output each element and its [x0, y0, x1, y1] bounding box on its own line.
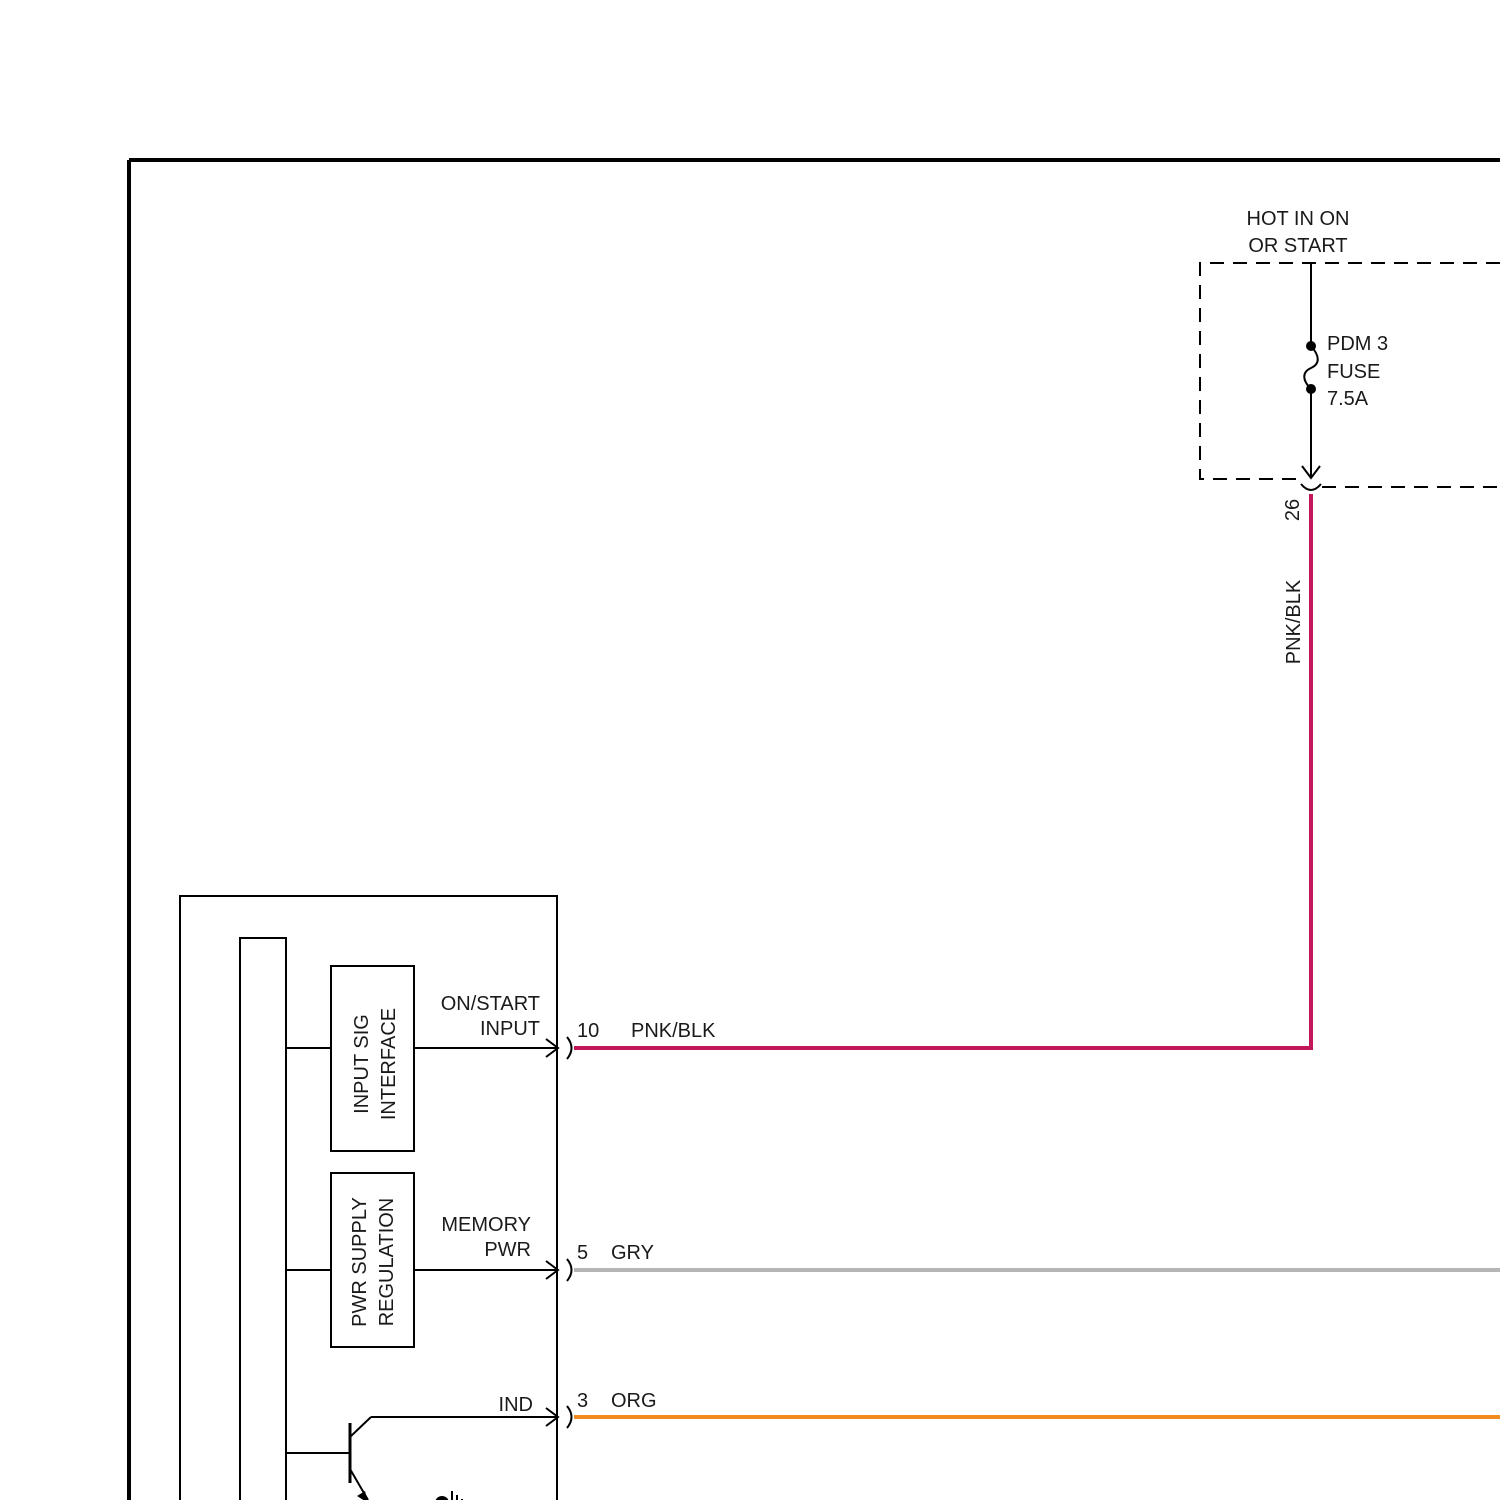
- power-source-line2: OR START: [1248, 235, 1347, 257]
- on-start-input-line1: ON/START: [441, 993, 540, 1015]
- wire-label-gry: GRY: [611, 1242, 654, 1264]
- input-sig-interface-line1: INPUT SIG: [351, 1014, 373, 1114]
- fuse-label: PDM 3 FUSE 7.5A: [1327, 333, 1388, 410]
- on-start-input-line2: INPUT: [480, 1018, 540, 1040]
- wire-label-org: ORG: [611, 1390, 657, 1412]
- module-connector-3: [567, 1406, 572, 1428]
- internal-bus: [240, 938, 286, 1500]
- fuse-symbol: [1302, 263, 1320, 478]
- power-source-label: HOT IN ON OR START: [1247, 208, 1350, 257]
- pwr-supply-regulation-block: PWR SUPPLY REGULATION: [331, 1173, 414, 1347]
- pin-5-label: 5: [577, 1242, 588, 1264]
- wire-label-pnk-blk-vertical: PNK/BLK: [1283, 579, 1305, 664]
- input-sig-interface-block: INPUT SIG INTERFACE: [331, 966, 414, 1151]
- wire-label-pnk-blk: PNK/BLK: [631, 1020, 716, 1042]
- pwr-supply-regulation-line1: PWR SUPPLY: [349, 1197, 371, 1327]
- pwr-supply-regulation-line2: REGULATION: [376, 1198, 398, 1327]
- fuse-name: PDM 3: [1327, 333, 1388, 355]
- module-connector-5: [567, 1259, 572, 1281]
- pin-10-label: 10: [577, 1020, 599, 1042]
- fuse-type: FUSE: [1327, 361, 1380, 383]
- ground-icon: [435, 1491, 462, 1500]
- memory-pwr-line2: PWR: [484, 1239, 531, 1261]
- module-connector-10: [567, 1037, 572, 1059]
- fuse-element: [1304, 346, 1318, 389]
- ind-label: IND: [499, 1394, 533, 1416]
- fuse-rating: 7.5A: [1327, 388, 1369, 410]
- pdm-connector-26: [1301, 484, 1321, 490]
- power-source-line1: HOT IN ON: [1247, 208, 1350, 230]
- pin-3-label: 3: [577, 1390, 588, 1412]
- memory-pwr-line1: MEMORY: [441, 1214, 531, 1236]
- input-sig-interface-line2: INTERFACE: [378, 1008, 400, 1120]
- pin-26-label: 26: [1282, 499, 1304, 521]
- wire-pnk-blk: [574, 494, 1311, 1048]
- transistor-symbol: [286, 1417, 558, 1500]
